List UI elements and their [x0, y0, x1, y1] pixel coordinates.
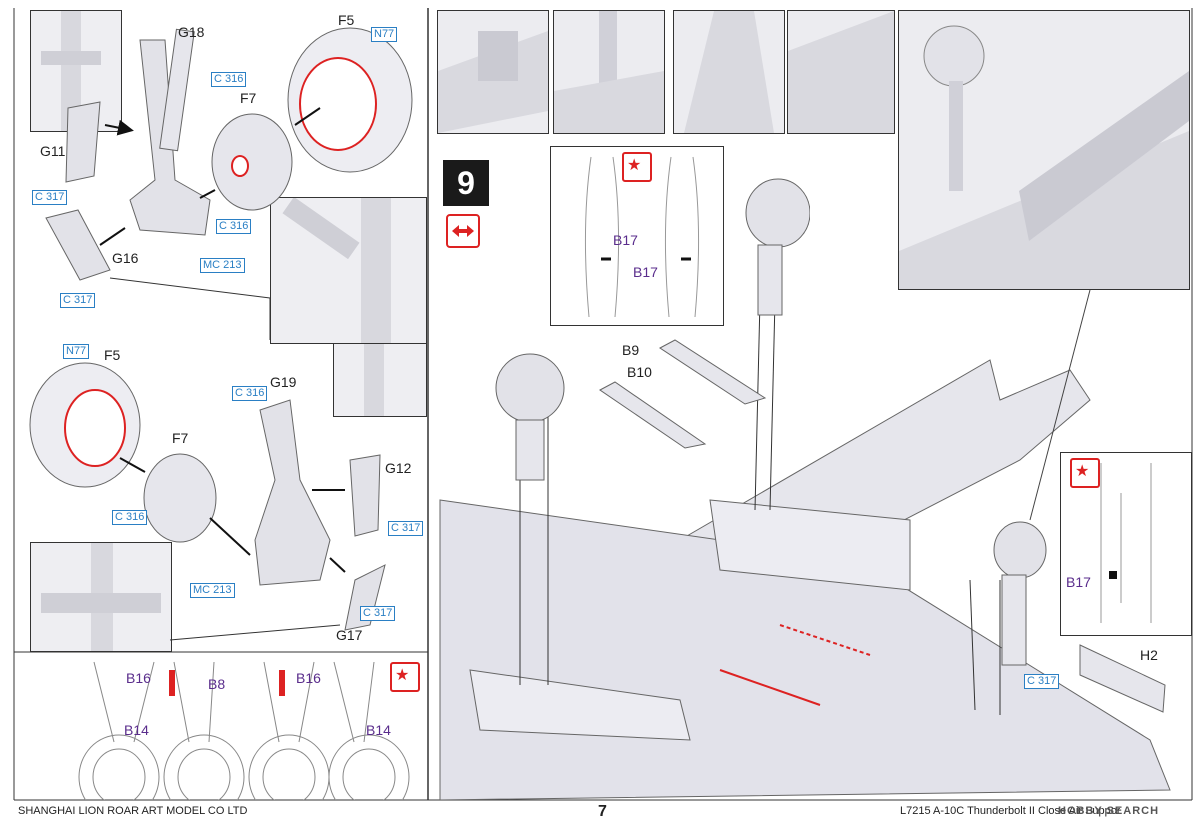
symmetric-arrows-icon [446, 214, 480, 248]
part-label-f7-top: F7 [240, 90, 257, 106]
color-code-c317-a: C 317 [32, 190, 68, 205]
color-code-c316-a: C 316 [211, 72, 247, 87]
color-code-c317-b: C 317 [60, 293, 96, 308]
bay-thumb-1 [437, 10, 549, 134]
product-name: L7215 A-10C Thunderbolt II Close Air Sup… [900, 805, 1120, 817]
main-gear-leg-left [495, 353, 565, 481]
part-label-f5-mid: F5 [104, 347, 121, 363]
color-code-n77-mid: N77 [63, 344, 90, 359]
color-code-c317-c: C 317 [388, 521, 424, 536]
lion-roar-logo-icon: ★ [390, 662, 420, 692]
decal-label-b17-b: B17 [633, 264, 658, 280]
decal-label-b14-a: B14 [124, 722, 149, 738]
part-label-b9: B9 [622, 342, 640, 358]
decal-label-b16-b: B16 [296, 670, 321, 686]
lion-roar-logo-icon-right: ★ [1070, 458, 1100, 488]
part-label-h2: H2 [1140, 647, 1158, 663]
part-label-g18: G18 [178, 24, 205, 40]
gear-door-h2 [1079, 644, 1166, 713]
color-code-c317-d: C 317 [360, 606, 396, 621]
color-code-mc213-b: MC 213 [190, 583, 235, 598]
nose-gear-detail [898, 10, 1190, 290]
color-code-c317-e: C 317 [1024, 674, 1060, 689]
decal-label-b14-b: B14 [366, 722, 391, 738]
detail-panel-top-left [30, 10, 122, 132]
part-label-g19: G19 [270, 374, 297, 390]
decal-label-b8: B8 [208, 676, 226, 692]
lion-roar-logo-icon-inset: ★ [622, 152, 652, 182]
detail-panel-bottom-left [30, 542, 172, 652]
bay-thumb-3 [673, 10, 785, 134]
color-code-n77-top: N77 [371, 27, 398, 42]
decal-label-b17-a: B17 [613, 232, 638, 248]
detail-panel-right [333, 343, 427, 417]
watermark: HOBBY SEARCH [1058, 805, 1160, 817]
bay-thumb-4 [787, 10, 895, 134]
company-name: SHANGHAI LION ROAR ART MODEL CO LTD [18, 805, 248, 817]
part-label-g17: G17 [336, 627, 363, 643]
part-label-g11: G11 [40, 143, 66, 159]
decal-label-b17-c: B17 [1066, 574, 1091, 590]
nose-gear-leg [993, 521, 1047, 666]
step-number: 9 [443, 160, 489, 206]
color-code-c316-d: C 316 [112, 510, 148, 525]
detail-panel-mid-right [270, 197, 427, 344]
main-gear-leg-right [745, 178, 810, 316]
part-label-f5-top: F5 [338, 12, 355, 28]
color-code-mc213-a: MC 213 [200, 258, 245, 273]
decal-placement-views [78, 661, 410, 800]
part-label-g12: G12 [385, 460, 412, 476]
bay-thumb-2 [553, 10, 665, 134]
part-label-b10: B10 [627, 364, 652, 380]
part-label-g16: G16 [112, 250, 139, 266]
page-number: 7 [598, 803, 607, 820]
color-code-c316-b: C 316 [216, 219, 252, 234]
main-gear-assembly-top [45, 27, 413, 340]
gear-door-b9 [659, 339, 767, 405]
main-gear-assembly-bottom [29, 362, 386, 641]
aircraft-part-drawing [439, 289, 1171, 800]
gear-door-b10 [599, 381, 707, 449]
part-label-f7-mid: F7 [172, 430, 189, 446]
color-code-c316-c: C 316 [232, 386, 268, 401]
decal-label-b16-a: B16 [126, 670, 151, 686]
